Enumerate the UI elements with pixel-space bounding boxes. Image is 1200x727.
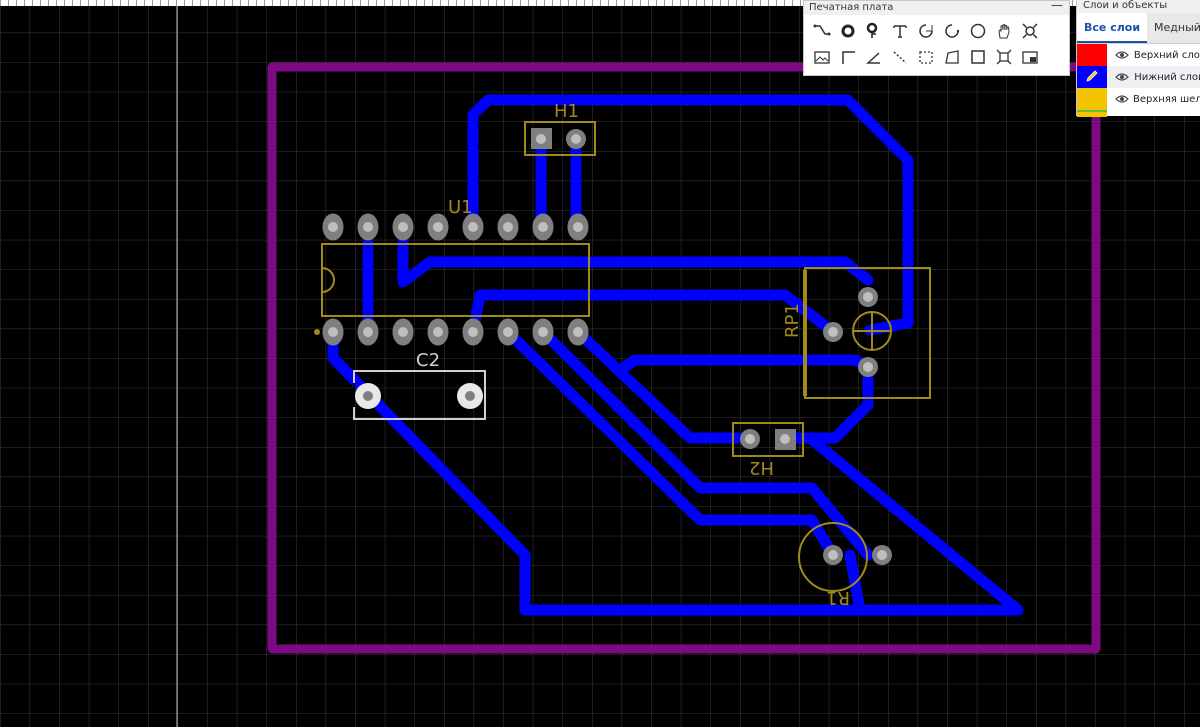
layer-color-swatch-partial <box>1077 110 1107 117</box>
hand-icon[interactable] <box>992 19 1016 43</box>
tool-grid <box>804 15 1069 71</box>
corner-icon[interactable] <box>836 45 860 69</box>
text-icon[interactable] <box>888 19 912 43</box>
track-icon[interactable] <box>810 19 834 43</box>
layers-panel-title: Слои и объекты <box>1077 0 1200 13</box>
eye-icon[interactable] <box>1115 72 1130 82</box>
minimize-button[interactable]: — <box>1051 0 1063 12</box>
layer-row-top[interactable]: Верхний слой <box>1077 44 1200 66</box>
track <box>327 326 1024 616</box>
layers-panel: Слои и объекты Все слои Медный Верхний с… <box>1076 0 1200 117</box>
tool-panel-title: Печатная плата <box>809 2 894 13</box>
arc-ccw-icon[interactable] <box>940 19 964 43</box>
dashed-rect-icon[interactable] <box>914 45 938 69</box>
rp1-label: RP1 <box>782 303 803 338</box>
tool-panel-header[interactable]: Печатная плата — <box>804 0 1069 15</box>
grid <box>0 6 1200 727</box>
pcb-tool-panel: Печатная плата — <box>803 0 1070 76</box>
h2-footprint[interactable]: H2 <box>732 422 804 478</box>
r1-label: R1 <box>826 587 850 608</box>
dashed-line-icon[interactable] <box>888 45 912 69</box>
layer-row-silk[interactable]: Верхняя шелкография <box>1077 88 1200 110</box>
h1-label: H1 <box>554 101 579 122</box>
layer-name: Верхняя шелкография <box>1133 93 1200 105</box>
angle-icon[interactable] <box>862 45 886 69</box>
layer-color-swatch[interactable] <box>1077 88 1107 110</box>
layer-color-swatch[interactable] <box>1077 44 1107 66</box>
track <box>779 361 874 444</box>
h2-label: H2 <box>749 457 774 478</box>
image-icon[interactable] <box>810 45 834 69</box>
r1-footprint[interactable]: R1 <box>798 522 892 608</box>
arc-icon[interactable] <box>914 19 938 43</box>
layer-row-bottom[interactable]: Нижний слой <box>1077 66 1200 88</box>
layers-tabs: Все слои Медный <box>1077 13 1200 44</box>
tab-all-layers[interactable]: Все слои <box>1077 13 1148 43</box>
group-icon[interactable] <box>992 45 1016 69</box>
u1-pad-holes <box>328 222 583 337</box>
rp1-footprint[interactable]: RP1 <box>782 267 931 399</box>
panel-icon[interactable] <box>1018 45 1042 69</box>
layer-name: Нижний слой <box>1134 71 1200 83</box>
top-ruler <box>0 0 1200 6</box>
pad-icon[interactable] <box>836 19 860 43</box>
h1-footprint[interactable]: H1 <box>524 101 596 156</box>
eye-icon[interactable] <box>1115 94 1129 104</box>
u1-footprint[interactable]: U1 <box>314 197 590 335</box>
c2-label: C2 <box>416 350 440 371</box>
square-icon[interactable] <box>966 45 990 69</box>
u1-label: U1 <box>448 197 473 218</box>
tab-copper[interactable]: Медный <box>1147 13 1200 43</box>
fit-icon[interactable] <box>1018 19 1042 43</box>
c2-footprint[interactable]: C2 <box>353 350 486 420</box>
pencil-icon <box>1085 69 1099 86</box>
polygon-icon[interactable] <box>940 45 964 69</box>
eye-icon[interactable] <box>1115 50 1130 60</box>
layer-name: Верхний слой <box>1133 49 1200 61</box>
track <box>502 326 839 561</box>
track <box>467 289 839 338</box>
track <box>537 326 874 561</box>
circle-icon[interactable] <box>966 19 990 43</box>
layer-color-swatch[interactable] <box>1077 66 1107 88</box>
via-icon[interactable] <box>862 19 886 43</box>
track <box>467 94 914 336</box>
board-outline[interactable] <box>267 62 1101 654</box>
